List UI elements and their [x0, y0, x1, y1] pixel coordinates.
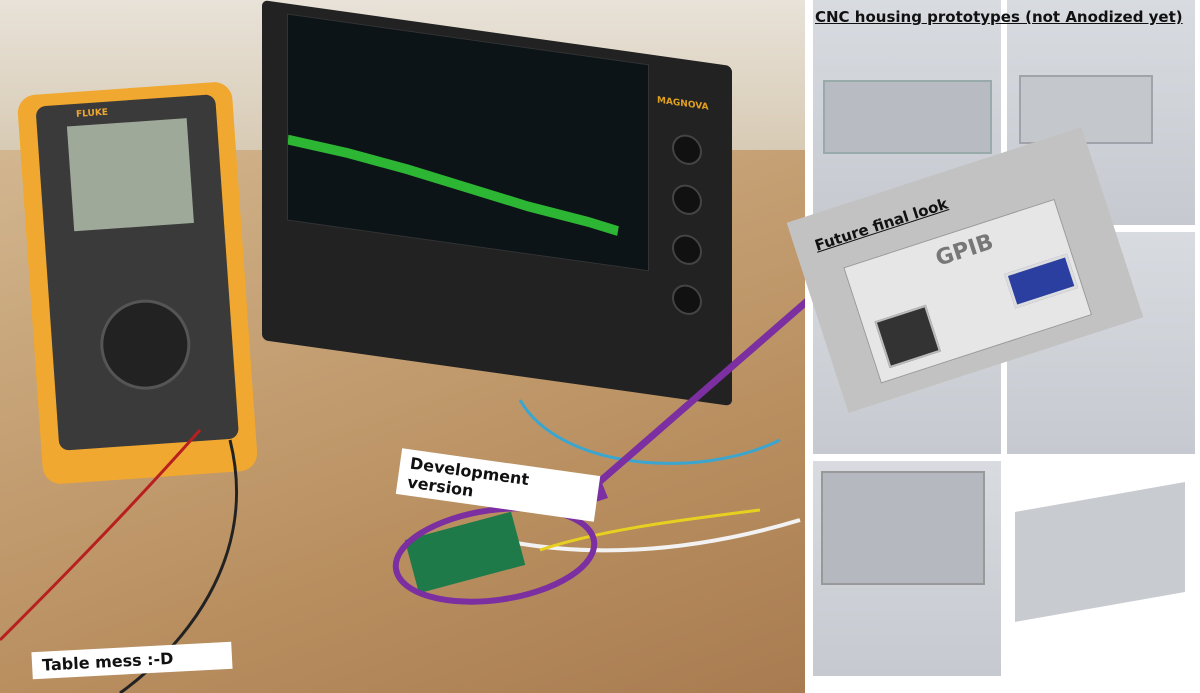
oscilloscope-screen [287, 13, 649, 272]
ethernet-port [874, 304, 941, 369]
gpib-connector [1004, 253, 1079, 309]
prototype-photo [813, 461, 1001, 676]
prototype-gallery: CNC housing prototypes (not Anodized yet… [805, 0, 1200, 693]
scope-trace [287, 134, 619, 236]
cables [0, 399, 801, 693]
oscilloscope: MAGNOVA [262, 0, 732, 407]
gpib-logo: GPIB [932, 229, 997, 272]
highlight-ellipse [392, 505, 598, 605]
prototype-photo [1007, 467, 1195, 677]
cnc-title: CNC housing prototypes (not Anodized yet… [815, 8, 1183, 26]
